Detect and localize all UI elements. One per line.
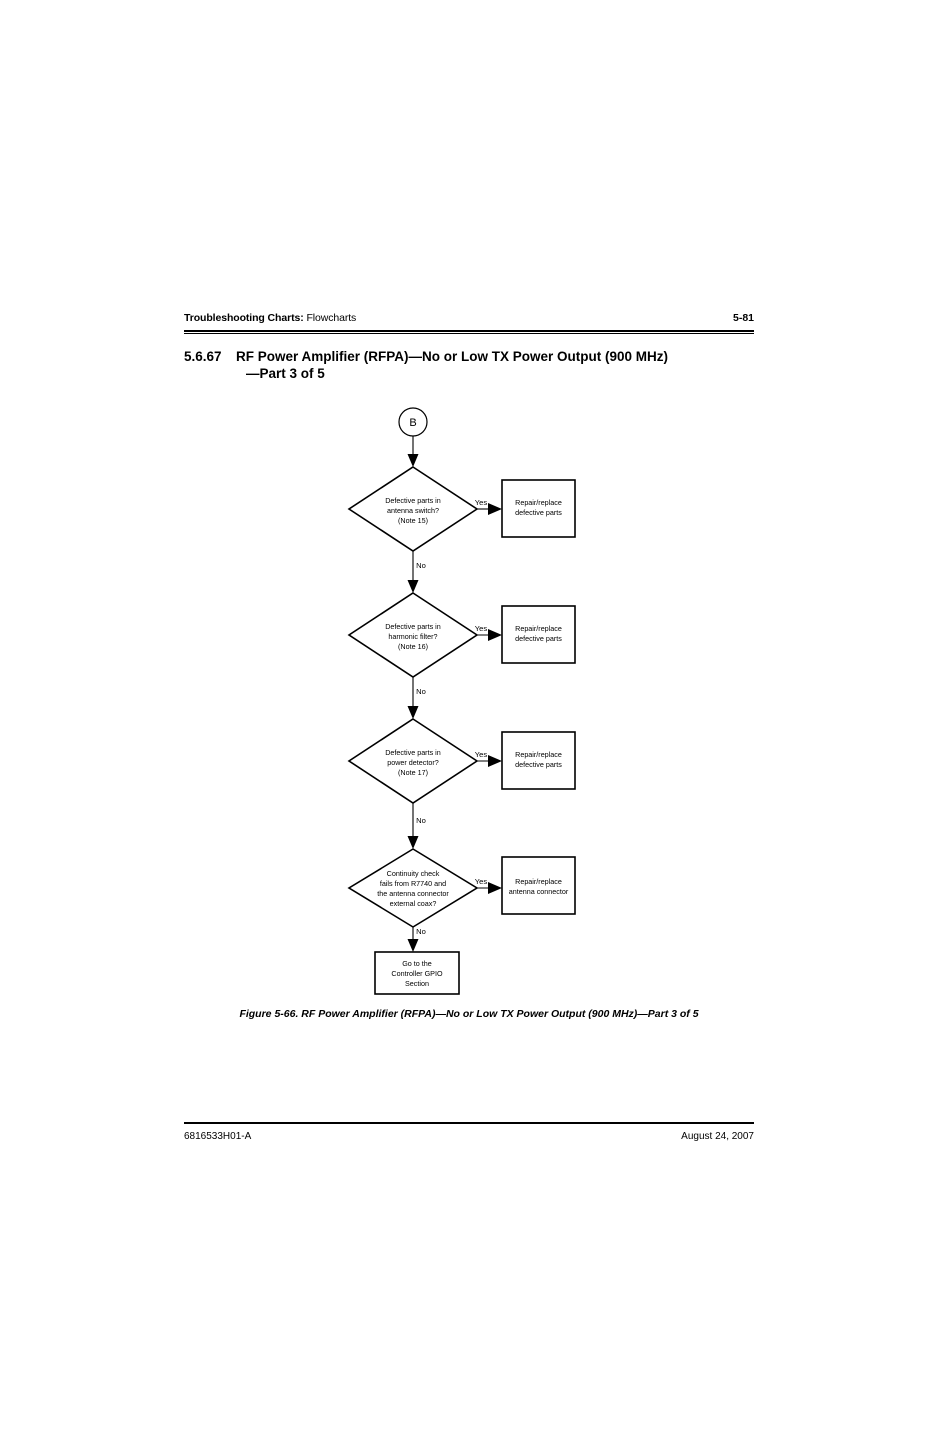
decision-2-yes-label: Yes [475,624,488,633]
section-title-line2: —Part 3 of 5 [246,366,325,381]
decision-3: Defective parts in power detector? (Note… [347,718,479,804]
action-4-line-2: antenna connector [509,887,569,896]
action-2: Repair/replace defective parts [501,605,576,664]
action-4-line-1: Repair/replace [515,877,562,886]
decision-4-yes-label: Yes [475,877,488,886]
decision-3-line-1: Defective parts in [385,748,441,757]
action-3-line-2: defective parts [515,760,562,769]
action-2-line-1: Repair/replace [515,624,562,633]
header-rule [184,330,754,334]
action-4: Repair/replace antenna connector [501,856,576,915]
terminal-line-1: Go to the [402,959,432,968]
edge-decision-4-no: No [407,927,426,952]
decision-1-yes-label: Yes [475,498,488,507]
decision-4-line-3: the antenna connector [377,889,449,898]
decision-3-line-2: power detector? [387,758,439,767]
decision-3-no-label: No [416,816,426,825]
footer-part-number: 6816533H01-A [184,1131,252,1142]
decision-4-line-2: fails from R7740 and [380,879,446,888]
terminal-node: Go to the Controller GPIO Section [374,951,460,995]
action-3-line-1: Repair/replace [515,750,562,759]
connector-b: B [398,407,428,437]
edge-decision-2-yes: Yes [475,624,502,641]
edge-decision-1-yes: Yes [475,498,502,515]
edge-decision-4-yes: Yes [475,877,502,894]
edge-decision-1-no: No [407,551,426,593]
decision-1-line-1: Defective parts in [385,496,441,505]
figure-caption: Figure 5-66. RF Power Amplifier (RFPA)—N… [239,1008,699,1020]
terminal-line-3: Section [405,979,429,988]
decision-1-line-2: antenna switch? [387,506,439,515]
decision-2-line-1: Defective parts in [385,622,441,631]
action-2-line-2: defective parts [515,634,562,643]
footer-date: August 24, 2007 [681,1131,754,1142]
action-3: Repair/replace defective parts [501,731,576,790]
decision-1-no-label: No [416,561,426,570]
running-header: Troubleshooting Charts: Flowcharts 5-81 [184,312,754,324]
flowchart: B Defective parts in antenna switch? (No… [0,395,926,1005]
decision-4: Continuity check fails from R7740 and th… [347,848,479,928]
decision-1: Defective parts in antenna switch? (Note… [347,466,479,552]
edge-connector-to-decision-1 [407,436,419,467]
action-1-line-1: Repair/replace [515,498,562,507]
decision-2-line-2: harmonic filter? [388,632,437,641]
edge-decision-3-no: No [407,803,426,849]
decision-4-line-1: Continuity check [387,869,440,878]
decision-2-line-3: (Note 16) [398,642,428,651]
header-title-bold: Troubleshooting Charts: [184,312,304,324]
decision-2: Defective parts in harmonic filter? (Not… [347,592,479,678]
section-heading: 5.6.67 RF Power Amplifier (RFPA)—No or Lo… [184,348,784,382]
section-number: 5.6.67 [184,349,222,364]
terminal-line-2: Controller GPIO [391,969,443,978]
action-1-line-2: defective parts [515,508,562,517]
connector-b-label: B [409,417,416,429]
header-title-light: Flowcharts [303,312,357,324]
header-title: Troubleshooting Charts: Flowcharts [184,312,356,324]
decision-3-line-3: (Note 17) [398,768,428,777]
decision-2-no-label: No [416,687,426,696]
edge-decision-2-no: No [407,677,426,719]
footer-rule [184,1122,754,1124]
decision-4-line-4: external coax? [390,899,437,908]
decision-4-no-label: No [416,927,426,936]
header-rule-thin [184,333,754,334]
edge-decision-3-yes: Yes [475,750,502,767]
action-1: Repair/replace defective parts [501,479,576,538]
decision-3-yes-label: Yes [475,750,488,759]
decision-1-line-3: (Note 15) [398,516,428,525]
header-rule-thick [184,330,754,332]
section-title-line1: RF Power Amplifier (RFPA)—No or Low TX P… [236,349,669,364]
header-page-number: 5-81 [732,312,754,324]
running-footer: 6816533H01-A August 24, 2007 [184,1131,754,1142]
